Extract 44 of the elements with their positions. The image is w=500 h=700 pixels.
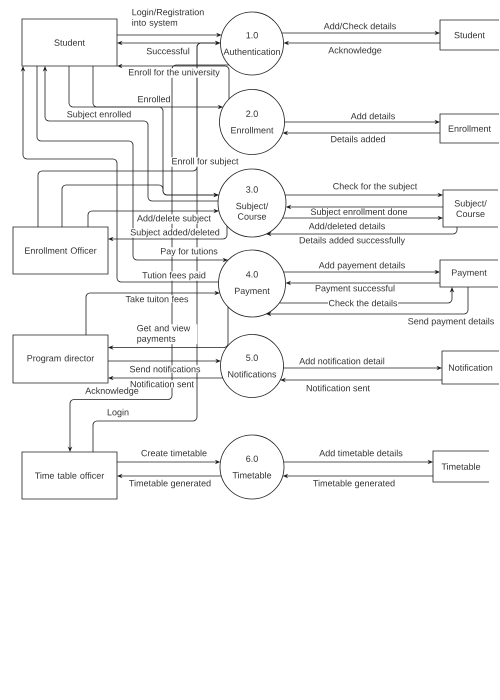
- edge-label: Payment successful: [314, 284, 396, 294]
- edge-label: Add/Check details: [323, 22, 397, 30]
- edge-label: Notification sent: [306, 384, 371, 392]
- data-store: Enrollment: [440, 114, 500, 144]
- entity-box: Time table officer: [22, 452, 118, 500]
- data-store: Notification: [442, 350, 500, 384]
- entity-box: Program director: [12, 334, 108, 384]
- edge-label: Check for the subject: [332, 182, 418, 192]
- edge-label: Send notifications: [128, 365, 202, 373]
- edge-label: Send payment details: [407, 317, 495, 327]
- edge-label: Timetable generated: [128, 479, 212, 489]
- edge-label: Add details: [350, 112, 396, 120]
- edge-label: Enroll for subject: [170, 157, 240, 167]
- edge-label: Subject enrolled: [66, 110, 132, 120]
- edge-label: Acknowledge: [328, 46, 382, 56]
- edge-label: Subject added/deleted: [130, 228, 220, 238]
- edge-label: Successful: [146, 47, 190, 55]
- edge-label: Subject enrollment done: [310, 208, 408, 218]
- edge-label: Tution fees paid: [142, 271, 206, 281]
- edge-label: Details added: [330, 135, 386, 143]
- edge-label: Login: [106, 408, 130, 418]
- edge-label: Login/Registration into system: [131, 8, 212, 28]
- edge-label: Add payement details: [318, 261, 406, 271]
- data-store: Payment: [440, 260, 498, 288]
- edge-label: Notification sent: [129, 380, 195, 388]
- edge-label: Details added successfully: [298, 236, 406, 246]
- entity-box: Student: [22, 18, 118, 66]
- data-store: Subject/ Course: [442, 190, 498, 228]
- edge-label: Get and view payments: [136, 324, 198, 344]
- edge-label: Timetable generated: [312, 479, 396, 489]
- edge-label: Add/deleted details: [308, 222, 386, 230]
- edge-label: Add notification detail: [298, 357, 386, 365]
- edge-label: Create timetable: [140, 449, 208, 457]
- edge-label: Acknowledge: [84, 386, 140, 396]
- entity-box: Enrollment Officer: [12, 226, 108, 274]
- edge-label: Enrolled: [137, 95, 172, 103]
- data-store: Timetable: [432, 450, 490, 482]
- edge-label: Add timetable details: [318, 449, 404, 457]
- edge-label: Pay for tutions: [160, 247, 218, 257]
- edge-label: Check the details: [328, 299, 398, 307]
- data-store: Student: [440, 20, 500, 50]
- edge-label: Take tuiton fees: [124, 295, 190, 303]
- edge-label: Enroll for the university: [128, 68, 220, 78]
- edge-label: Add/delete subject: [136, 214, 212, 224]
